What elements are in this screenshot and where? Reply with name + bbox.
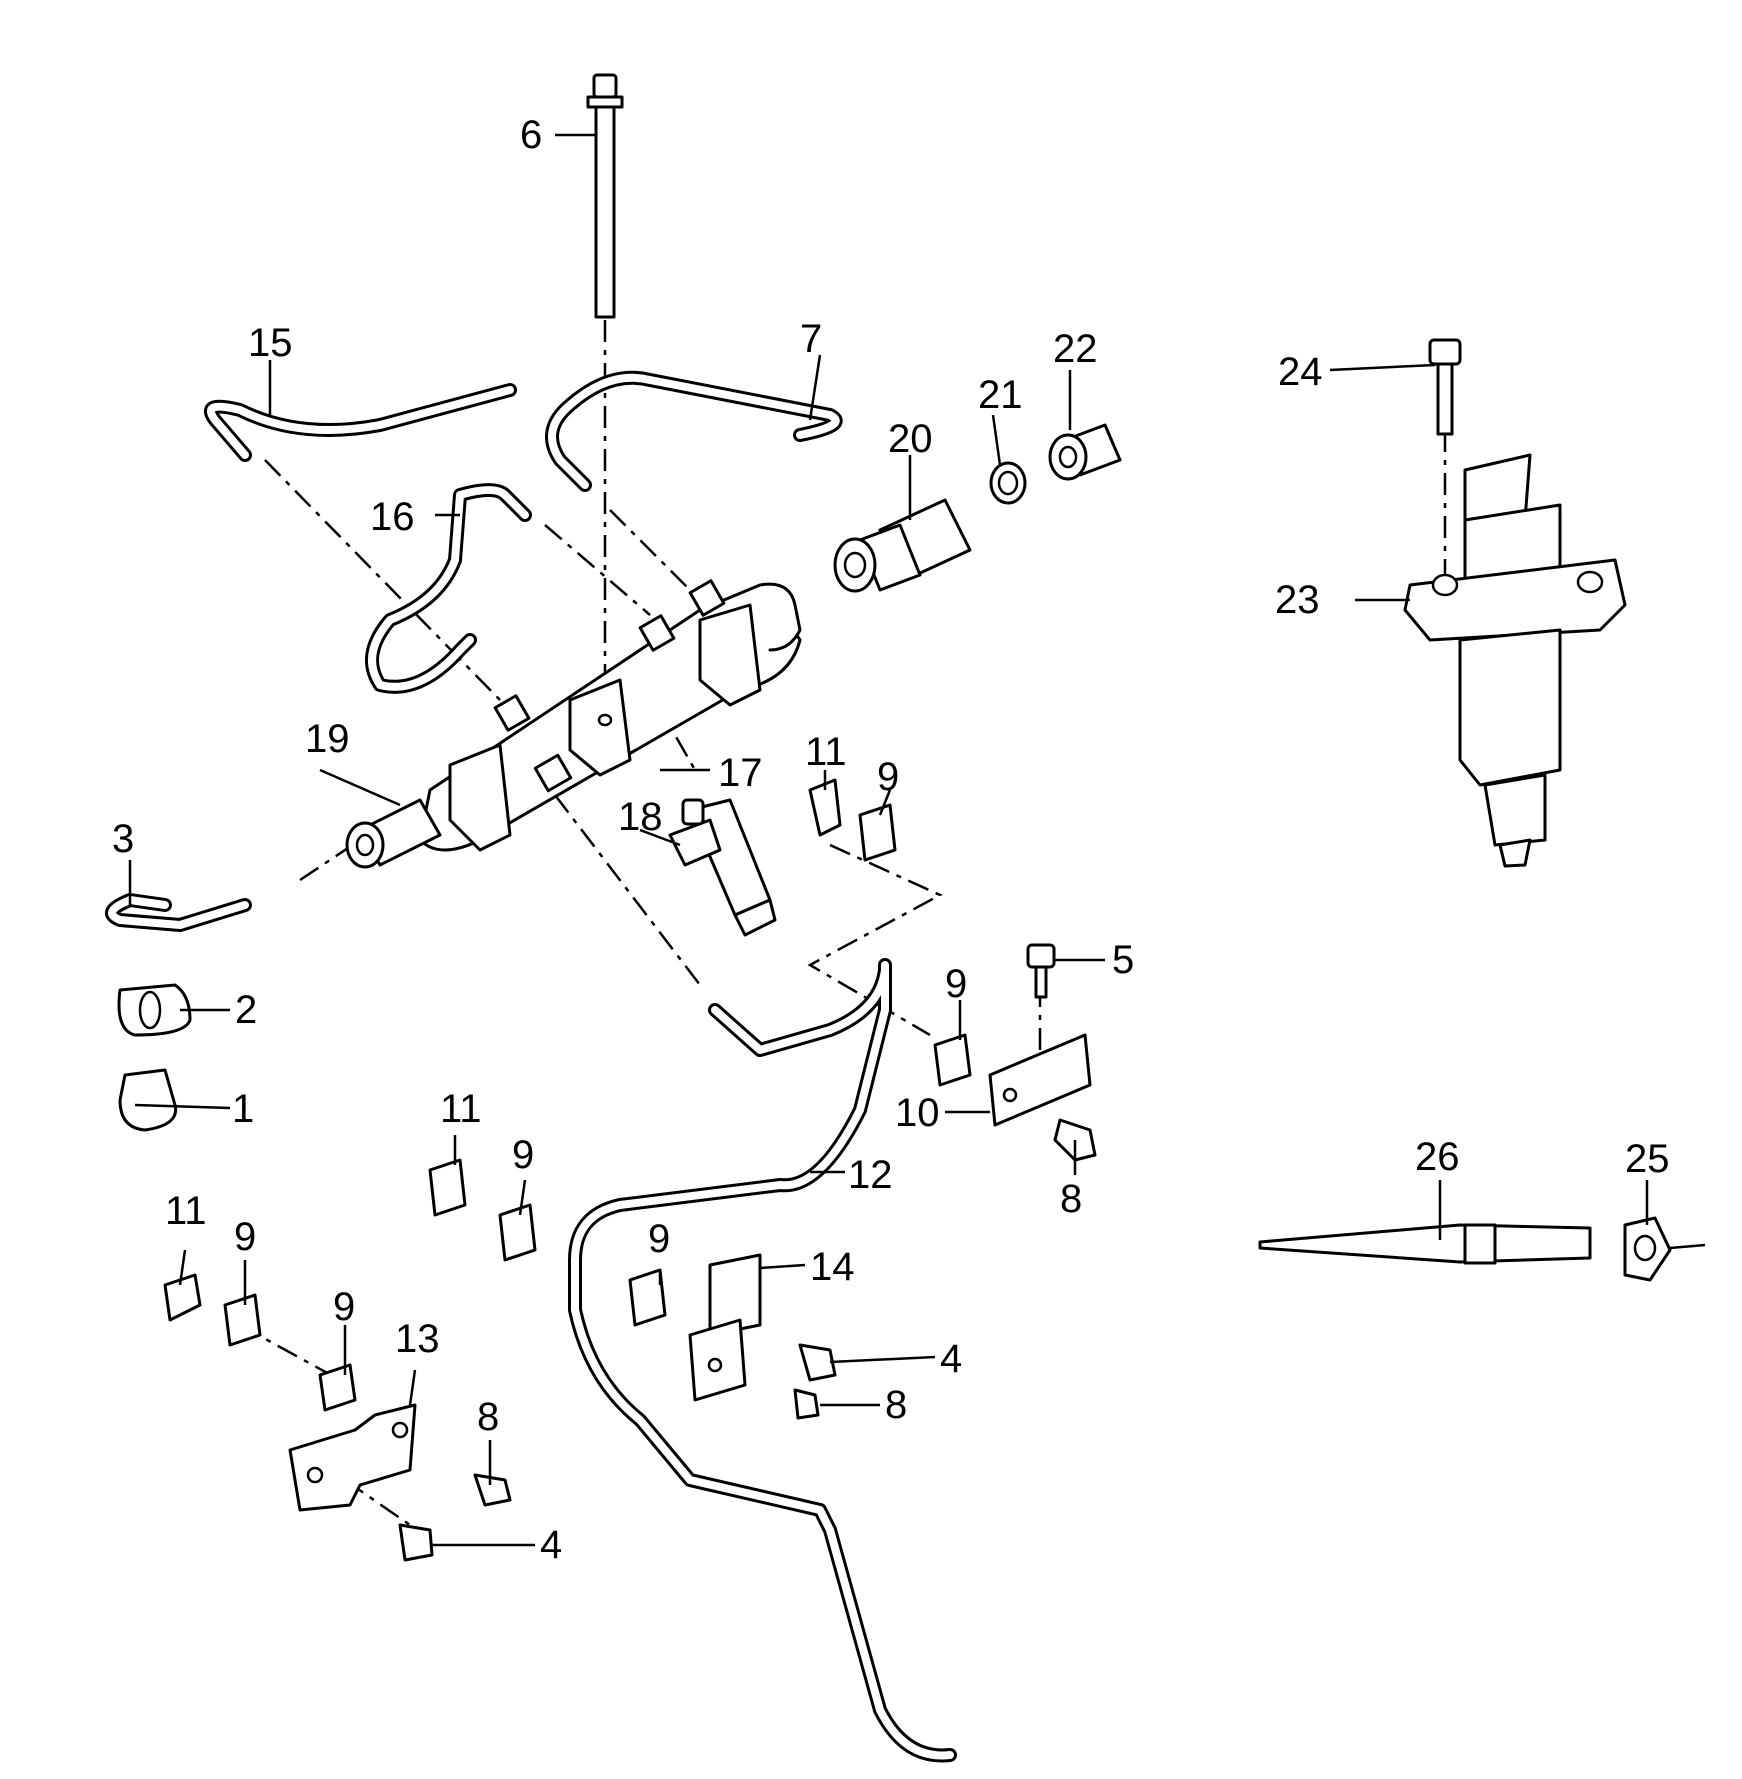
callout-4: 4 <box>940 1337 962 1381</box>
fuel-pipes <box>105 370 957 1763</box>
callout-2: 2 <box>235 988 257 1032</box>
callout-8: 8 <box>477 1395 499 1439</box>
callout-10: 10 <box>895 1091 940 1135</box>
callout-11: 11 <box>440 1087 482 1131</box>
callout-8: 8 <box>1060 1177 1082 1221</box>
fuel-rail <box>345 579 802 869</box>
callout-23: 23 <box>1275 578 1320 622</box>
pressure-valve <box>833 423 1122 593</box>
callout-9: 9 <box>234 1215 256 1259</box>
injector <box>1403 338 1627 868</box>
callout-5: 5 <box>1112 938 1134 982</box>
callout-24: 24 <box>1278 350 1323 394</box>
callout-26: 26 <box>1415 1135 1460 1179</box>
clamp-parts <box>117 983 192 1132</box>
callout-7: 7 <box>800 317 822 361</box>
callout-21: 21 <box>978 373 1023 417</box>
callout-11: 11 <box>805 730 847 774</box>
callout-leaders <box>128 133 1649 1547</box>
pressure-sensor <box>668 798 777 937</box>
callout-3: 3 <box>112 817 134 861</box>
small-bolts <box>398 1118 1097 1562</box>
callout-19: 19 <box>305 717 350 761</box>
callout-9: 9 <box>945 962 967 1006</box>
callout-18: 18 <box>618 795 663 839</box>
callout-9: 9 <box>333 1285 355 1329</box>
callout-13: 13 <box>395 1317 440 1361</box>
callout-11: 11 <box>165 1189 207 1233</box>
callout-9: 9 <box>512 1133 534 1177</box>
plate-bracket <box>988 943 1092 1127</box>
clips <box>163 778 972 1412</box>
long-bolt <box>586 73 624 319</box>
callout-8: 8 <box>885 1383 907 1427</box>
callout-12: 12 <box>848 1153 893 1197</box>
callout-4: 4 <box>540 1523 562 1567</box>
callout-labels: 1 2 3 4 4 5 6 7 8 8 8 9 9 9 9 9 9 10 11 … <box>112 113 1670 1567</box>
callout-16: 16 <box>370 495 415 539</box>
callout-22: 22 <box>1053 327 1098 371</box>
callout-17: 17 <box>718 751 763 795</box>
callout-9: 9 <box>877 755 899 799</box>
callout-15: 15 <box>248 321 293 365</box>
callout-6: 6 <box>520 113 542 157</box>
callout-14: 14 <box>810 1245 855 1289</box>
callout-1: 1 <box>232 1087 254 1131</box>
brackets <box>288 1253 762 1512</box>
pin-and-nut <box>1258 1216 1706 1282</box>
callout-20: 20 <box>888 417 933 461</box>
callout-9: 9 <box>648 1217 670 1261</box>
callout-25: 25 <box>1625 1137 1670 1181</box>
